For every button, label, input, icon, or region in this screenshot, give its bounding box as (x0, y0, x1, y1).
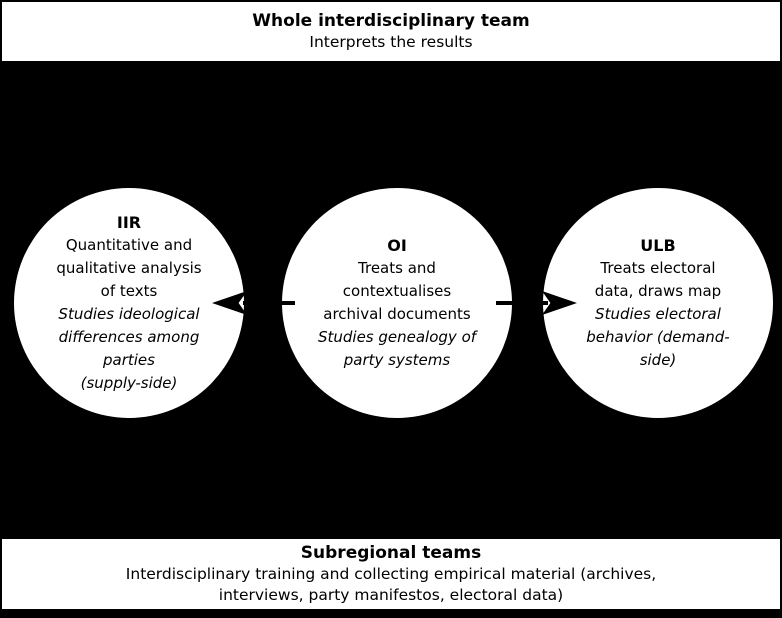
circle-oi-focus: Studies genealogy of party systems (317, 328, 477, 369)
top-banner: Whole interdisciplinary team Interprets … (0, 0, 782, 63)
circle-oi-title: OI (387, 236, 407, 255)
right-arrow-shaft (496, 301, 548, 305)
bottom-banner-title: Subregional teams (300, 543, 482, 563)
circle-iir-role: Quantitative and qualitative analysis of… (56, 236, 202, 300)
circle-iir: IIR Quantitative and qualitative analysi… (14, 188, 244, 418)
top-banner-subtitle: Interprets the results (309, 33, 473, 51)
circle-oi-role: Treats and contextualises archival docum… (323, 259, 471, 323)
top-banner-title: Whole interdisciplinary team (252, 11, 530, 31)
circle-ulb: ULB Treats electoral data, draws map Stu… (543, 188, 773, 418)
bottom-banner-body: Interdisciplinary training and collectin… (125, 565, 657, 604)
left-arrow-shaft (243, 301, 295, 305)
bottom-banner: Subregional teams Interdisciplinary trai… (0, 537, 782, 611)
circle-ulb-role: Treats electoral data, draws map (594, 259, 722, 300)
circle-ulb-focus: Studies electoral behavior (demand- side… (586, 305, 730, 369)
circle-oi: OI Treats and contextualises archival do… (282, 188, 512, 418)
circle-iir-title: IIR (116, 213, 142, 232)
circle-ulb-title: ULB (640, 236, 676, 255)
circle-iir-focus: Studies ideological differences among pa… (58, 305, 200, 392)
